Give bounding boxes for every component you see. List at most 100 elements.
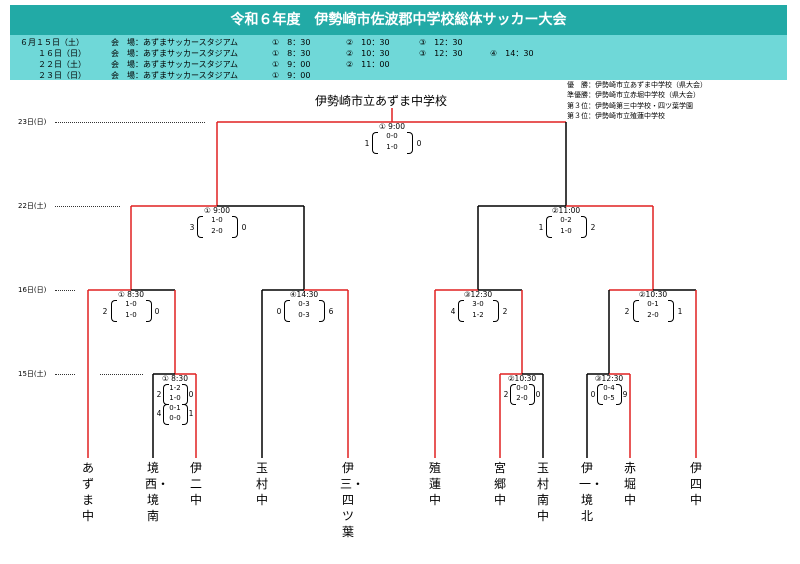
- team-name: 伊一・境北: [579, 461, 604, 523]
- round-label-22: 22日(土): [18, 202, 47, 210]
- half-score: 1-0: [386, 143, 398, 151]
- round-label-15: 15日(土): [18, 370, 47, 378]
- results-list: 優 勝：伊勢崎市立あずま中学校（県大会） 準優勝：伊勢崎市立赤堀中学校（県大会）…: [567, 80, 707, 121]
- schedule-time: ③ 12：30: [419, 49, 463, 58]
- score-bracket-right: [146, 300, 152, 322]
- pk-score: 0-1: [169, 404, 181, 412]
- result-third: 第３位：伊勢崎市立殖蓮中学校: [567, 111, 665, 120]
- round-leader: [55, 206, 120, 207]
- score-bracket-right: [529, 384, 535, 405]
- round-leader: [55, 122, 205, 123]
- team-name: 赤堀中: [623, 461, 636, 507]
- score-bracket-right: [616, 384, 622, 405]
- match-label: ① 9:00: [204, 206, 230, 215]
- match-label: ④14:30: [289, 290, 319, 299]
- schedule-venue: 会 場：あずまサッカースタジアム: [111, 71, 239, 80]
- schedule-venue: 会 場：あずまサッカースタジアム: [111, 60, 239, 69]
- team-name: 伊二中: [189, 461, 202, 507]
- half-score: 1-0: [125, 311, 137, 319]
- half-score: 1-0: [211, 216, 223, 224]
- score-bracket-left: [163, 384, 169, 405]
- tournament-title: 令和６年度 伊勢崎市佐波郡中学校総体サッカー大会: [10, 5, 787, 35]
- schedule-time: ③ 12：30: [419, 38, 463, 47]
- half-score: 0-0: [386, 132, 398, 140]
- score-bracket-left: [510, 384, 516, 405]
- half-score: 2-0: [516, 394, 528, 402]
- score-total-right: 0: [241, 223, 247, 232]
- score-total-right: 2: [590, 223, 596, 232]
- score-bracket-left: [633, 300, 639, 322]
- schedule-venue: 会 場：あずまサッカースタジアム: [111, 49, 239, 58]
- half-score: 1-0: [125, 300, 137, 308]
- score-bracket-right: [232, 216, 238, 238]
- pk-total-left: 4: [156, 409, 162, 418]
- score-bracket-right: [668, 300, 674, 322]
- schedule-date: １６日（日）: [38, 49, 86, 58]
- score-total-left: 2: [624, 307, 630, 316]
- team-name: あずま中: [81, 461, 94, 523]
- round-leader: [100, 374, 143, 375]
- champion-name: 伊勢崎市立あずま中学校: [315, 94, 448, 108]
- score-total-left: 2: [102, 307, 108, 316]
- half-score: 1-0: [560, 227, 572, 235]
- half-score: 3-0: [472, 300, 484, 308]
- score-bracket-left: [284, 300, 290, 322]
- score-total-left: 2: [156, 390, 162, 399]
- result-third: 第３位：伊勢崎第三中学校・四ツ葉学園: [567, 101, 693, 110]
- match-label: ① 9:00: [379, 122, 405, 131]
- schedule-time: ① 9：00: [272, 60, 311, 69]
- round-leader: [55, 374, 75, 375]
- score-bracket-left: [597, 384, 603, 405]
- score-total-left: 4: [450, 307, 456, 316]
- match-label: ②10:30: [638, 290, 668, 299]
- score-bracket-right: [493, 300, 499, 322]
- score-total-right: 6: [328, 307, 334, 316]
- round-label-16: 16日(日): [18, 286, 47, 294]
- half-score: 2-0: [211, 227, 223, 235]
- result-runner-up: 準優勝：伊勢崎市立赤堀中学校（県大会）: [567, 91, 700, 100]
- score-total-right: 1: [677, 307, 683, 316]
- score-bracket-right: [182, 384, 188, 405]
- schedule-time: ① 8：30: [272, 49, 311, 58]
- half-score: 0-3: [298, 311, 310, 319]
- schedule-time: ② 10：30: [346, 38, 390, 47]
- score-total-left: 3: [189, 223, 195, 232]
- team-name: 宮郷中: [493, 461, 506, 507]
- schedule-time: ④ 14：30: [490, 49, 534, 58]
- half-score: 0-1: [647, 300, 659, 308]
- schedule-time: ② 10：30: [346, 49, 390, 58]
- half-score: 1-0: [169, 394, 181, 402]
- match-label: ②10:30: [507, 374, 537, 383]
- score-bracket-right: [407, 132, 413, 154]
- schedule-date: ２３日（日）: [38, 71, 86, 80]
- pk-total-right: 1: [188, 409, 194, 418]
- team-name: 玉村南中: [536, 461, 549, 523]
- score-total-right: 0: [535, 390, 541, 399]
- half-score: 0-3: [298, 300, 310, 308]
- score-bracket-left: [111, 300, 117, 322]
- score-bracket-right: [319, 300, 325, 322]
- match-label: ① 8:30: [118, 290, 144, 299]
- schedule-date: ２２日（土）: [38, 60, 86, 69]
- team-name: 伊四中: [689, 461, 702, 507]
- pk-score: 0-0: [169, 414, 181, 422]
- score-bracket-left: [372, 132, 378, 154]
- round-leader: [55, 290, 75, 291]
- pk-bracket-left: [163, 404, 169, 425]
- score-bracket-left: [546, 216, 552, 238]
- team-name: 伊三・四ツ葉: [340, 461, 365, 539]
- schedule-time: ② 11：00: [346, 60, 390, 69]
- match-label: ②11:00: [551, 206, 581, 215]
- score-total-left: 1: [364, 139, 370, 148]
- match-label: ① 8:30: [162, 374, 188, 383]
- schedule-time: ① 9：00: [272, 71, 311, 80]
- score-total-right: 0: [188, 390, 194, 399]
- score-total-left: 2: [503, 390, 509, 399]
- result-winner: 優 勝：伊勢崎市立あずま中学校（県大会）: [567, 81, 707, 89]
- half-score: 0-0: [516, 384, 528, 392]
- half-score: 1-2: [472, 311, 484, 319]
- half-score: 2-0: [647, 311, 659, 319]
- score-total-right: 9: [622, 390, 628, 399]
- half-score: 0-4: [603, 384, 615, 392]
- score-total-right: 2: [502, 307, 508, 316]
